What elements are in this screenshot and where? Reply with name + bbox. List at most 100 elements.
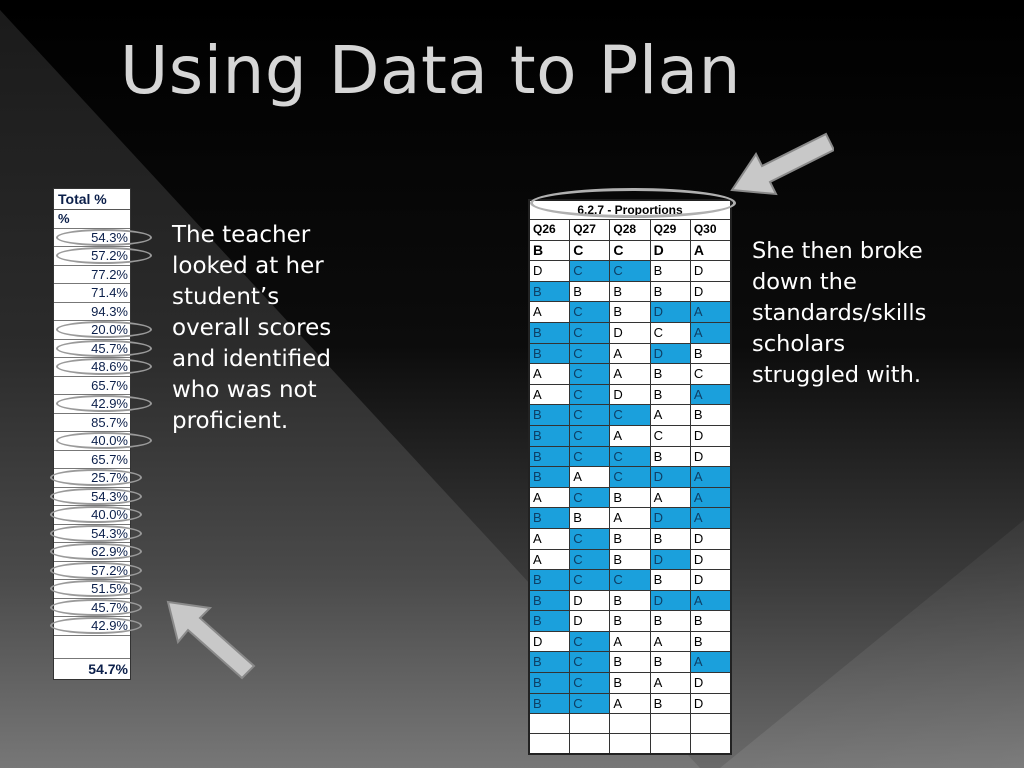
totals-value: 77.2% bbox=[54, 266, 130, 284]
left-caption: The teacher looked at her student’s over… bbox=[172, 222, 332, 434]
grid-cell: C bbox=[610, 467, 651, 487]
grid-cell: D bbox=[650, 467, 691, 487]
grid-cell: A bbox=[690, 487, 731, 508]
grid-cell: D bbox=[693, 427, 704, 443]
grid-cell: C bbox=[651, 425, 691, 446]
grid-answer-key-cell: C bbox=[610, 240, 651, 261]
grid-cell: B bbox=[530, 405, 571, 425]
grid-title-ring bbox=[530, 188, 736, 218]
grid-cell: C bbox=[570, 364, 611, 384]
totals-value: 71.4% bbox=[54, 284, 130, 303]
grid-cell: A bbox=[610, 508, 651, 528]
highlight-ring bbox=[50, 506, 142, 523]
grid-cell: A bbox=[570, 467, 611, 487]
grid-cell: B bbox=[651, 528, 691, 549]
grid-cell: B bbox=[530, 446, 571, 467]
grid-cell: D bbox=[693, 695, 704, 711]
grid-cell: B bbox=[530, 570, 571, 590]
highlight-ring bbox=[50, 580, 142, 597]
grid-cell: B bbox=[693, 345, 703, 361]
grid-cell: D bbox=[570, 590, 611, 611]
highlight-ring bbox=[50, 524, 142, 542]
grid-cell: C bbox=[570, 631, 611, 652]
totals-value: 65.7% bbox=[54, 451, 130, 469]
grid-cell: A bbox=[530, 487, 571, 508]
grid-cell: D bbox=[570, 611, 611, 631]
grid-cell: C bbox=[570, 673, 611, 693]
grid-cell: B bbox=[610, 611, 651, 631]
grid-cell: A bbox=[651, 631, 691, 652]
grid-cell: B bbox=[570, 281, 611, 302]
grid-cell: B bbox=[530, 611, 571, 631]
grid-cell: B bbox=[693, 613, 703, 629]
totals-header: Total % bbox=[54, 189, 130, 210]
grid-cell: A bbox=[690, 302, 731, 322]
grid-cell: C bbox=[570, 261, 611, 281]
grid-cell: A bbox=[530, 384, 571, 405]
grid-column-header: Q27 bbox=[570, 220, 611, 240]
grid-cell: C bbox=[570, 343, 611, 364]
highlight-ring bbox=[56, 247, 152, 264]
grid-cell: B bbox=[651, 446, 691, 467]
grid-cell: C bbox=[610, 570, 651, 590]
grid-cell: B bbox=[530, 673, 571, 693]
grid-cell: B bbox=[530, 693, 571, 714]
grid-cell: A bbox=[610, 343, 651, 364]
grid-cell: C bbox=[570, 425, 611, 446]
grid-cell: A bbox=[690, 384, 731, 405]
grid-cell: D bbox=[693, 530, 704, 546]
grid-cell: A bbox=[530, 302, 571, 322]
grid-column-header: Q29 bbox=[651, 220, 691, 240]
grid-cell: A bbox=[530, 528, 571, 549]
grid-cell: C bbox=[570, 446, 611, 467]
totals-value: 85.7% bbox=[54, 414, 130, 432]
grid-cell: D bbox=[693, 263, 704, 279]
grid-cell: A bbox=[690, 590, 731, 611]
grid-cell: B bbox=[610, 487, 651, 508]
grid-cell: B bbox=[610, 652, 651, 673]
grid-cell: A bbox=[690, 652, 731, 673]
grid-cell: D bbox=[610, 322, 651, 343]
grid-cell: D bbox=[650, 508, 691, 528]
grid-cell: D bbox=[650, 302, 691, 322]
grid-cell: B bbox=[530, 343, 571, 364]
highlight-ring bbox=[50, 617, 142, 634]
highlight-ring bbox=[50, 543, 142, 560]
grid-cell: A bbox=[610, 425, 651, 446]
grid-cell: D bbox=[693, 572, 704, 588]
grid-answer-key-cell: A bbox=[693, 241, 704, 258]
grid-cell: D bbox=[530, 261, 571, 281]
highlight-ring bbox=[50, 561, 142, 579]
grid-cell: C bbox=[651, 322, 691, 343]
grid-cell: B bbox=[530, 508, 571, 528]
highlight-ring bbox=[50, 469, 142, 486]
grid-cell: D bbox=[693, 675, 704, 691]
grid-cell: C bbox=[610, 261, 651, 281]
grid-cell: D bbox=[650, 549, 691, 570]
grid-cell: B bbox=[651, 570, 691, 590]
grid-cell: A bbox=[690, 322, 731, 343]
grid-cell: B bbox=[610, 281, 651, 302]
grid-cell: B bbox=[530, 652, 571, 673]
highlight-ring bbox=[56, 228, 152, 246]
grid-cell: B bbox=[693, 407, 703, 423]
grid-cell: B bbox=[651, 693, 691, 714]
grid-cell: A bbox=[690, 467, 731, 487]
grid-cell: C bbox=[570, 693, 611, 714]
grid-cell: D bbox=[530, 631, 571, 652]
arrow-icon bbox=[166, 600, 256, 680]
